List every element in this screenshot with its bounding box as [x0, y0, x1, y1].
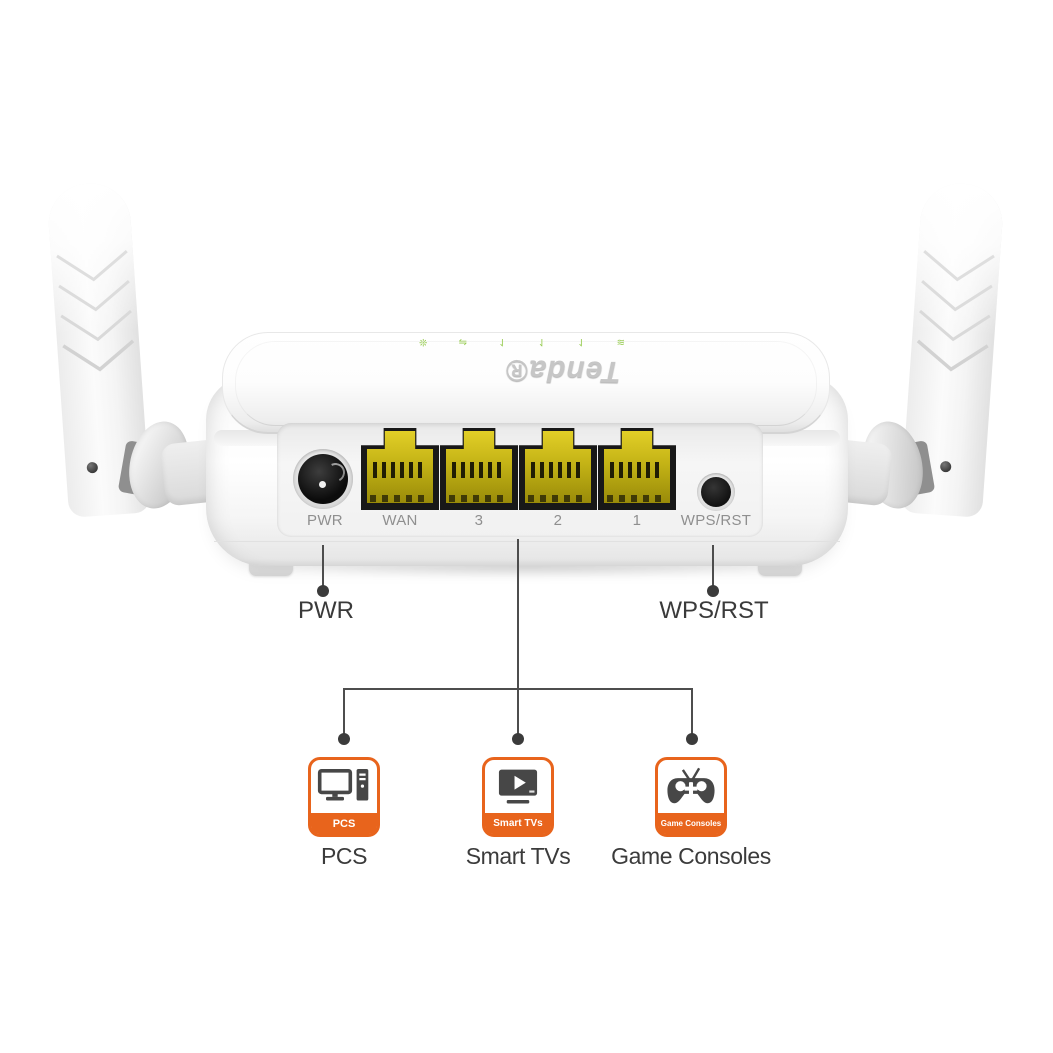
pwr-callout-dot	[317, 585, 329, 597]
port-label-wan: WAN	[382, 512, 418, 529]
led-indicator-icon: ≋	[616, 336, 625, 348]
pwr-callout-label: PWR	[298, 597, 354, 624]
pcs-card: PCS	[308, 757, 380, 837]
wps-callout-label: WPS/RST	[659, 597, 769, 624]
rj45-pins	[452, 462, 506, 479]
bracket-drop-center	[517, 688, 519, 736]
port-label-2: 2	[553, 512, 563, 529]
led-indicator-icon: ⇋	[458, 336, 467, 348]
lan-port-1	[598, 428, 676, 510]
power-jack-pin	[319, 481, 326, 488]
right-antenna	[899, 180, 1005, 518]
desktop-pc-icon	[311, 760, 377, 813]
bracket-dot-left	[338, 733, 350, 745]
port-label-wps-rst: WPS/RST	[680, 512, 752, 529]
wps-reset-button	[697, 473, 735, 511]
wps-callout-dot	[707, 585, 719, 597]
game-consoles-card: Game Consoles	[655, 757, 727, 837]
pcs-banner: PCS	[311, 813, 377, 834]
smart-tvs-banner: Smart TVs	[485, 813, 551, 834]
rj45-pins	[531, 462, 585, 479]
wps-callout-line	[712, 545, 714, 587]
led-indicator-row: ≋ ↾ ↾ ↾ ⇋ ❊	[419, 334, 625, 350]
power-jack-socket	[298, 454, 348, 504]
bracket-dot-center	[512, 733, 524, 745]
rj45-pins	[373, 462, 427, 479]
rj45-contacts	[528, 495, 588, 502]
tenda-logo: Tenda®	[505, 352, 621, 389]
port-label-pwr: PWR	[307, 512, 343, 529]
pcs-label: PCS	[320, 843, 368, 869]
led-indicator-icon: ❊	[419, 336, 428, 348]
rj45-contacts	[370, 495, 430, 502]
lan-callout-line	[517, 539, 519, 690]
led-indicator-icon: ↾	[537, 336, 546, 348]
rj45-pins	[610, 462, 664, 479]
bracket-drop-left	[343, 688, 345, 736]
port-label-1: 1	[632, 512, 642, 529]
pwr-callout-line	[322, 545, 324, 587]
power-jack	[293, 449, 353, 509]
router-top-lid: ≋ ↾ ↾ ↾ ⇋ ❊ Tenda®	[222, 332, 830, 434]
rj45-contacts	[607, 495, 667, 502]
led-indicator-icon: ↾	[498, 336, 507, 348]
left-antenna	[46, 180, 152, 518]
port-label-3: 3	[474, 512, 484, 529]
bracket-drop-right	[691, 688, 693, 736]
smart-tvs-card: Smart TVs	[482, 757, 554, 837]
game-controller-icon	[658, 760, 724, 813]
wan-port	[361, 428, 439, 510]
wps-reset-button-cap	[701, 477, 731, 507]
game-consoles-label: Game Consoles	[611, 843, 771, 869]
bracket-dot-right	[686, 733, 698, 745]
lan-port-2	[519, 428, 597, 510]
antenna-chevron-lines	[56, 250, 135, 372]
led-indicator-icon: ↾	[577, 336, 586, 348]
smart-tvs-label: Smart TVs	[465, 843, 571, 869]
body-seam-line	[214, 541, 840, 542]
smart-tv-icon	[485, 760, 551, 813]
lan-port-3	[440, 428, 518, 510]
game-consoles-banner: Game Consoles	[658, 813, 724, 834]
rj45-contacts	[449, 495, 509, 502]
power-jack-highlight	[323, 460, 348, 485]
antenna-chevron-lines	[916, 250, 995, 372]
